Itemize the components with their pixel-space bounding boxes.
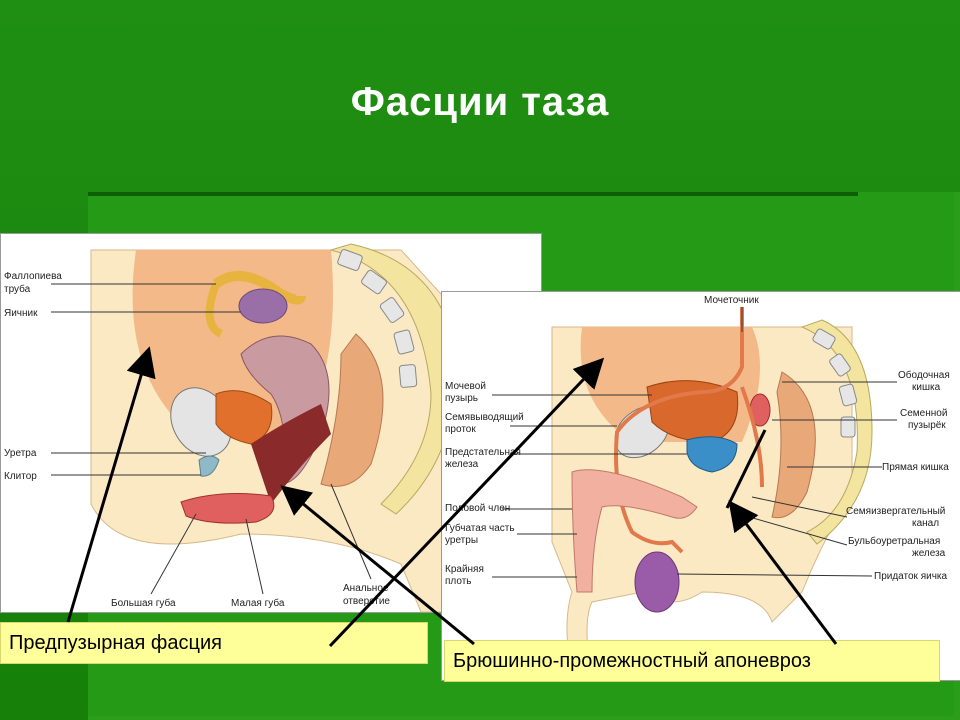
label-urethra: Уретра [4,448,37,459]
label-vesicle-1: Семенной [900,408,947,419]
label-vas-2: проток [445,424,476,435]
label-labia-major: Большая губа [111,597,176,609]
label-labia-minor: Малая губа [231,597,285,609]
male-pelvis-panel: Мочеточник Мочевой пузырь Семявыводящий … [441,291,960,681]
label-foreskin-2: плоть [445,576,472,587]
slide-title: Фасции таза [350,80,610,124]
label-penis: Половой член [445,503,510,514]
caption-peritoneoperineal-aponeurosis: Брюшинно-промежностный апоневроз [444,640,940,682]
label-spongy-2: уретры [445,535,478,546]
label-rectum: Прямая кишка [882,462,949,473]
label-anal-2: отверстие [343,596,390,607]
label-vesicle-2: пузырёк [908,420,946,431]
label-fallopian-2: труба [4,283,31,295]
label-prostate-2: железа [445,459,479,470]
label-ovary: Яичник [4,308,38,319]
divider-line [88,192,858,196]
label-colon-2: кишка [912,382,941,393]
label-fallopian-1: Фаллопиева [4,271,62,282]
label-anal-1: Анальное [343,583,389,594]
label-colon-1: Ободочная [898,369,950,381]
label-spongy-1: Губчатая часть [445,522,515,534]
label-clitoris: Клитор [4,471,37,482]
label-epid: Придаток яичка [874,571,948,582]
label-ejac-1: Семяизвергательный [846,506,945,517]
label-bulbo-2: железа [912,548,946,559]
label-prostate-1: Предстательная [445,447,521,458]
label-foreskin-1: Крайняя [445,564,484,575]
label-bladder-1: Мочевой [445,381,486,392]
label-bulbo-1: Бульбоуретральная [848,535,940,547]
label-bladder-2: пузырь [445,393,478,404]
label-ejac-2: канал [912,518,939,529]
label-ureter: Мочеточник [704,295,759,306]
male-pelvis-illustration: Мочеточник Мочевой пузырь Семявыводящий … [442,292,960,680]
label-vas-1: Семявыводящий [445,412,524,423]
caption-prevesical-fascia: Предпузырная фасция [0,622,428,664]
